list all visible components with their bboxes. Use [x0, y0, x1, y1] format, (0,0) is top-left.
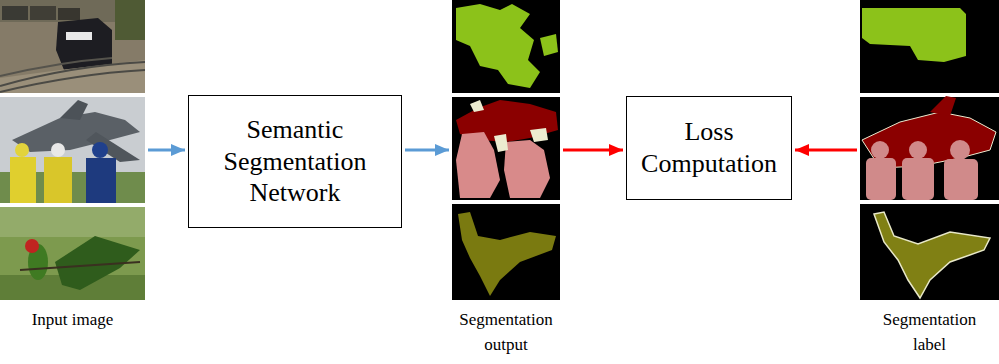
- process-box: Loss Computation: [626, 96, 792, 200]
- flow-arrow: [148, 149, 185, 152]
- segmentation-label-images: [860, 0, 999, 300]
- flow-arrow: [795, 149, 857, 152]
- bird-photo: [0, 207, 145, 300]
- plane-photo: [0, 97, 145, 203]
- segmentation-output-images: [452, 0, 560, 300]
- process-box: Semantic Segmentation Network: [188, 95, 402, 228]
- image-caption: Input image: [8, 308, 138, 333]
- flow-arrow: [405, 149, 449, 152]
- image-caption: Segmentation output: [454, 308, 558, 357]
- flow-arrow: [563, 149, 623, 152]
- box-label: Semantic Segmentation Network: [202, 114, 388, 209]
- image-area: [860, 0, 999, 300]
- train-photo: [0, 0, 145, 93]
- box-label: Loss Computation: [636, 116, 782, 179]
- image-column: Input image: [0, 0, 145, 333]
- image-area: [0, 0, 145, 300]
- image-caption: Segmentation label: [880, 308, 980, 357]
- image-column: Segmentation label: [860, 0, 999, 357]
- image-column: Segmentation output: [452, 0, 560, 357]
- image-area: [452, 0, 560, 300]
